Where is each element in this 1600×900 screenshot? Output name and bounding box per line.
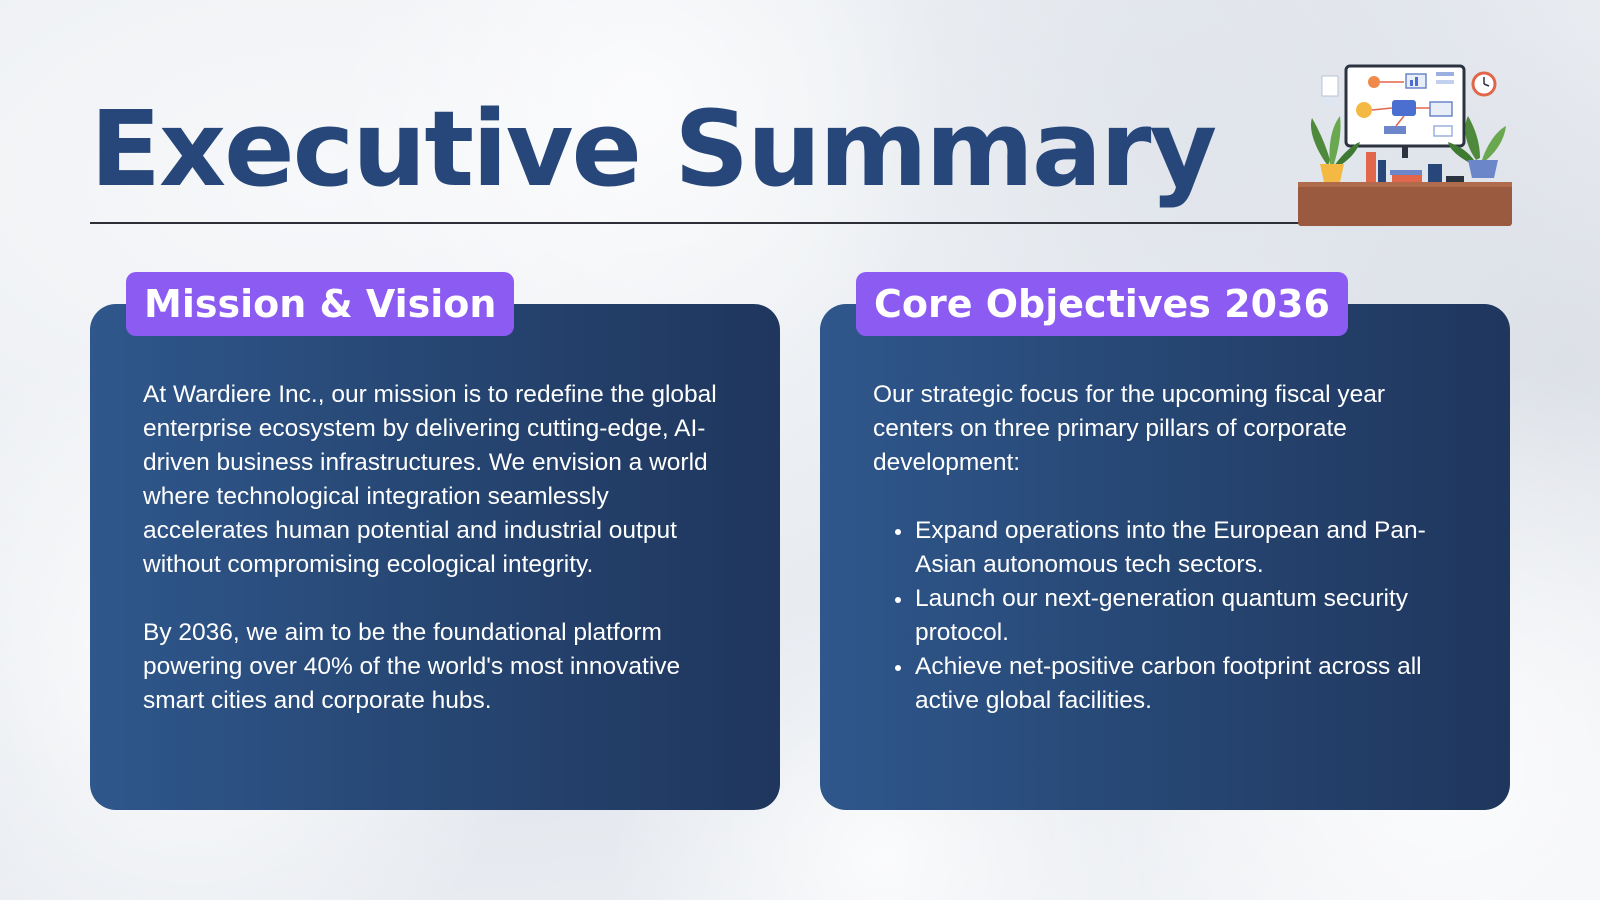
- objectives-intro: Our strategic focus for the upcoming fis…: [873, 381, 1385, 476]
- mission-vision-tag: Mission & Vision: [126, 272, 515, 336]
- objectives-list: Expand operations into the European and …: [891, 514, 1463, 718]
- mission-text: At Wardiere Inc., our mission is to rede…: [143, 378, 733, 752]
- mission-panel: [90, 304, 780, 810]
- objective-item: Achieve net-positive carbon footprint ac…: [891, 650, 1463, 718]
- title-divider: [90, 222, 1510, 224]
- office-desk-illustration: [1298, 64, 1512, 226]
- page-title: Executive Summary: [90, 88, 1217, 210]
- core-objectives-tag: Core Objectives 2036: [856, 272, 1348, 336]
- vision-paragraph: By 2036, we aim to be the foundational p…: [143, 619, 681, 714]
- objective-item: Expand operations into the European and …: [891, 514, 1463, 582]
- objectives-panel: [820, 304, 1510, 810]
- objectives-text: Our strategic focus for the upcoming fis…: [873, 378, 1463, 718]
- objective-item: Launch our next-generation quantum secur…: [891, 582, 1463, 650]
- mission-paragraph: At Wardiere Inc., our mission is to rede…: [143, 381, 717, 578]
